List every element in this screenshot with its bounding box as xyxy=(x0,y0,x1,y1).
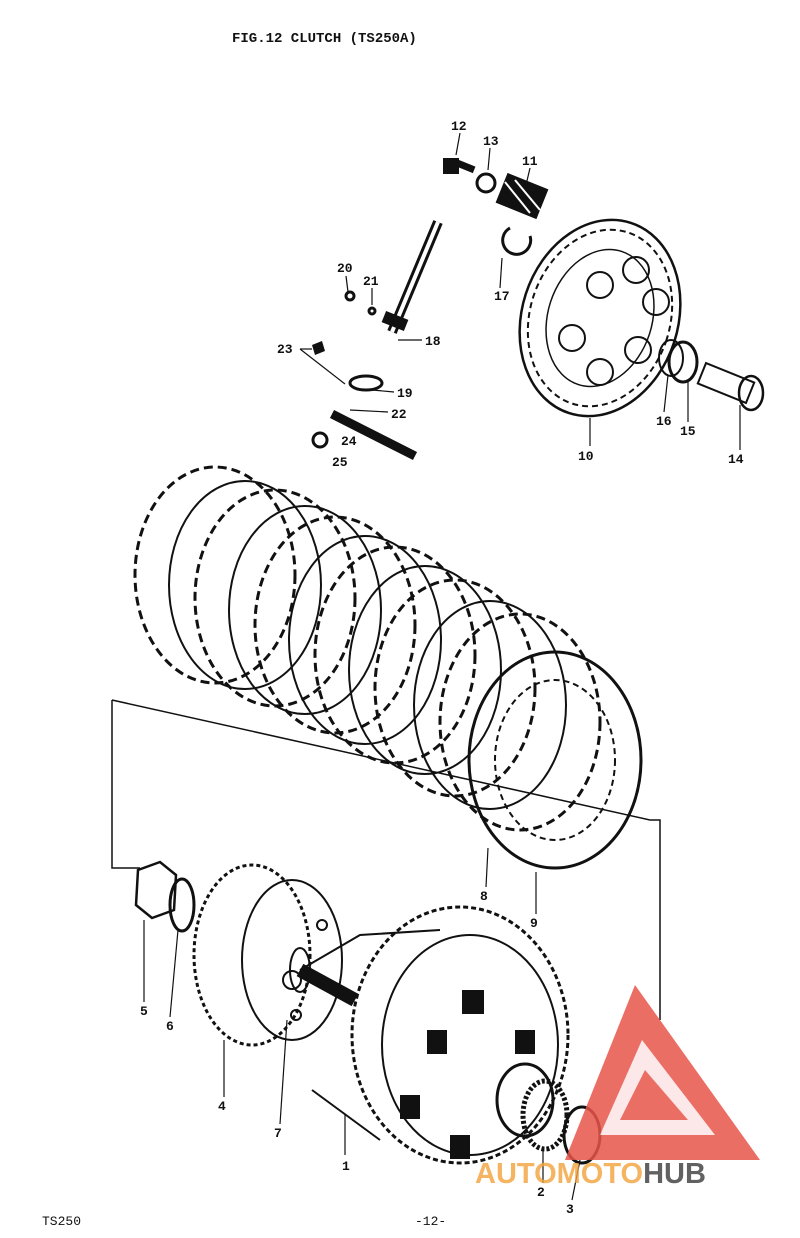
callout-20: 20 xyxy=(337,261,353,276)
callout-21: 21 xyxy=(363,274,379,289)
callout-15: 15 xyxy=(680,424,696,439)
footer-model: TS250 xyxy=(42,1214,81,1229)
washer xyxy=(475,172,497,194)
release-shaft xyxy=(311,220,443,461)
callout-8: 8 xyxy=(480,889,488,904)
clutch-spring xyxy=(495,172,549,220)
figure-title: FIG.12 CLUTCH (TS250A) xyxy=(232,31,417,47)
callout-25: 25 xyxy=(332,455,348,470)
watermark-text-auto: AUTOMOTOHUB xyxy=(475,1158,706,1190)
watermark-text-part1: AUTOMOTO xyxy=(475,1158,643,1190)
clutch-sleeve-hub xyxy=(289,947,359,1007)
callout-23: 23 xyxy=(277,342,293,357)
callout-9: 9 xyxy=(530,916,538,931)
callout-13: 13 xyxy=(483,134,499,149)
callout-6: 6 xyxy=(166,1019,174,1034)
callout-22: 22 xyxy=(391,407,407,422)
nut xyxy=(134,860,178,920)
leader-lines xyxy=(143,132,741,1201)
spring-bolt xyxy=(443,158,476,174)
callout-7: 7 xyxy=(274,1126,282,1141)
callout-19: 19 xyxy=(397,386,413,401)
clutch-plate-stack xyxy=(133,465,643,870)
primary-driven-gear xyxy=(192,863,343,1047)
callout-10: 10 xyxy=(578,449,594,464)
pressure-plate xyxy=(518,218,682,418)
watermark-logo xyxy=(565,985,760,1160)
callout-11: 11 xyxy=(522,154,538,169)
callout-16: 16 xyxy=(656,414,672,429)
callout-14: 14 xyxy=(728,452,744,467)
callout-12: 12 xyxy=(451,119,467,134)
clutch-outer-housing xyxy=(299,905,570,1165)
callout-4: 4 xyxy=(218,1099,226,1114)
callout-24: 24 xyxy=(341,434,357,449)
callout-17: 17 xyxy=(494,289,510,304)
watermark-text-part2: HUB xyxy=(643,1158,706,1190)
callout-3: 3 xyxy=(566,1202,574,1217)
callout-labels: 1 2 3 4 5 6 7 8 9 10 11 12 13 14 15 16 1… xyxy=(140,119,744,1217)
callout-5: 5 xyxy=(140,1004,148,1019)
plate-group-bracket xyxy=(111,700,140,869)
plate-group-bracket-right xyxy=(111,699,661,1020)
callout-18: 18 xyxy=(425,334,441,349)
push-piece xyxy=(658,339,765,412)
footer-page: -12- xyxy=(415,1214,446,1229)
callout-2: 2 xyxy=(537,1185,545,1200)
callout-1: 1 xyxy=(342,1159,350,1174)
thrust-bearing xyxy=(520,1078,570,1152)
lock-washer xyxy=(168,877,196,933)
circlip xyxy=(501,226,533,256)
